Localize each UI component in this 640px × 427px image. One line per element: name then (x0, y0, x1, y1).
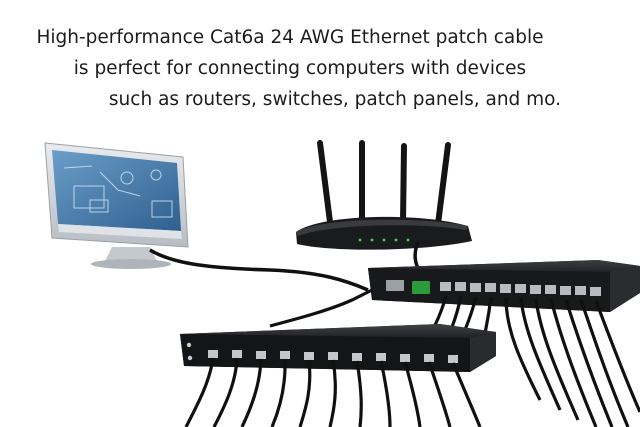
router (296, 140, 472, 250)
antenna-1 (317, 140, 333, 225)
monitor (44, 142, 189, 269)
rack-screw (186, 342, 192, 348)
monitor-cable (149, 248, 369, 292)
caption-line-2: is perfect for connecting computers with… (73, 58, 527, 79)
patch-panel (180, 324, 496, 372)
antenna-4 (435, 142, 451, 227)
patch-panel-ports (208, 350, 458, 363)
settings-icon (120, 171, 134, 185)
patch-panel-front (180, 334, 470, 372)
patch-cables-lower (184, 357, 482, 427)
switch-console-port (386, 280, 404, 291)
caption-line-3: such as routers, switches, patch panels,… (108, 89, 562, 110)
antenna-3 (400, 143, 407, 225)
caption-line-1: High-performance Cat6a 24 AWG Ethernet p… (36, 27, 544, 48)
monitor-screen (52, 150, 181, 231)
monitor-base (91, 259, 171, 269)
photo-icon (151, 200, 173, 218)
switch-status-led (412, 281, 430, 294)
window-icon (73, 185, 105, 209)
switch-ports (440, 282, 601, 296)
rack-screw (187, 355, 193, 361)
monitor-neck (104, 247, 158, 263)
network-icon (99, 171, 141, 197)
caption: High-performance Cat6a 24 AWG Ethernet p… (0, 22, 640, 115)
network-switch (368, 260, 640, 312)
router-cable (413, 241, 420, 269)
router-leds (358, 238, 410, 242)
